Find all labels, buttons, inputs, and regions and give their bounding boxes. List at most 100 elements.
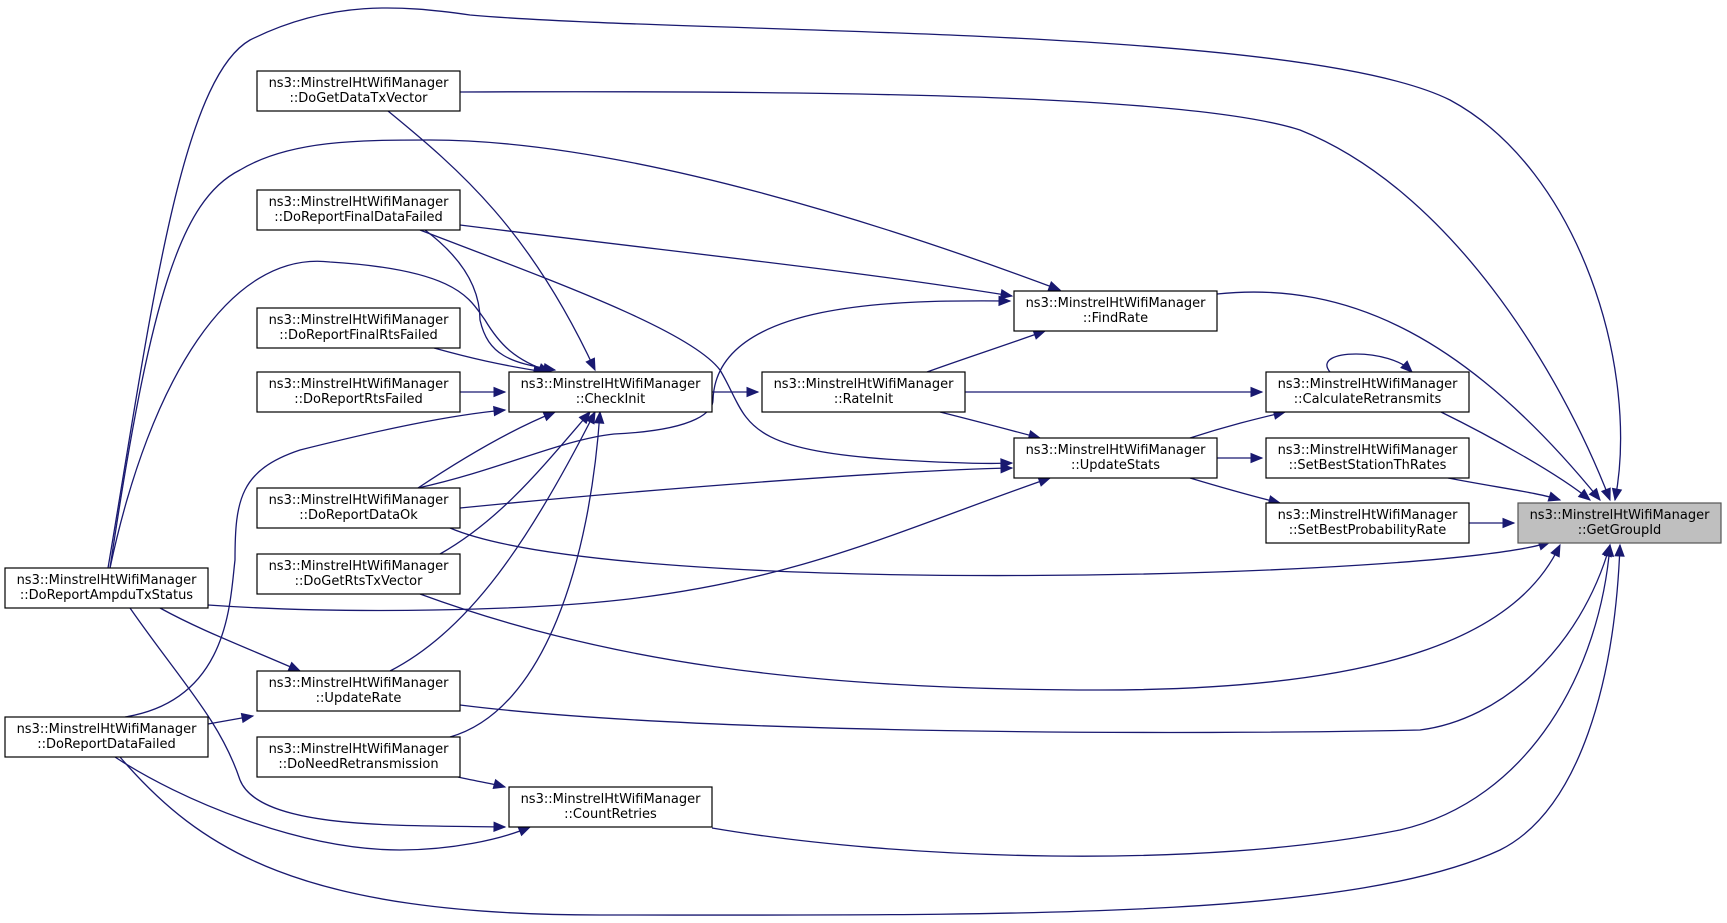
node-namespace-label: ns3::MinstrelHtWifiManager <box>1278 508 1459 523</box>
node-setbestprobabilityrate[interactable]: ns3::MinstrelHtWifiManager::SetBestProba… <box>1265 502 1470 544</box>
node-doreportdatafailed[interactable]: ns3::MinstrelHtWifiManager::DoReportData… <box>4 716 209 758</box>
arrowhead-calcretransmits-to-calcretransmits <box>1400 360 1413 373</box>
node-box <box>256 670 461 712</box>
node-namespace-label: ns3::MinstrelHtWifiManager <box>17 722 198 737</box>
arrowhead-checkinit-to-rateinit <box>746 386 760 398</box>
edge-calcretransmits-to-getgroupid <box>1440 411 1591 501</box>
node-method-label: ::UpdateStats <box>1071 458 1160 473</box>
node-method-label: ::CountRetries <box>564 807 657 822</box>
node-box <box>256 553 461 595</box>
edge-updatestats-to-calcretransmits <box>1189 411 1286 439</box>
edges-layer <box>107 7 1625 916</box>
node-findrate[interactable]: ns3::MinstrelHtWifiManager::FindRate <box>1013 290 1218 332</box>
node-countretries[interactable]: ns3::MinstrelHtWifiManager::CountRetries <box>508 786 713 828</box>
node-method-label: ::DoReportFinalDataFailed <box>274 210 443 225</box>
edge-doreportampdutxstatus-to-updatestats <box>207 477 1051 612</box>
node-box <box>1265 437 1470 479</box>
edge-updatestats-to-setbestprobabilityrate <box>1189 477 1281 504</box>
node-box <box>1013 437 1218 479</box>
arrowhead-doreportampdutxstatus-to-countretries <box>493 821 507 833</box>
node-dogetrtstxvector[interactable]: ns3::MinstrelHtWifiManager::DoGetRtsTxVe… <box>256 553 461 595</box>
node-namespace-label: ns3::MinstrelHtWifiManager <box>269 742 450 757</box>
node-doreportdataok[interactable]: ns3::MinstrelHtWifiManager::DoReportData… <box>256 487 461 529</box>
edge-doreportfinaldatafailed-to-checkinit <box>424 229 556 371</box>
edge-doreportampdutxstatus-to-findrate <box>109 139 1061 569</box>
arrowhead-doreportampdutxstatus-to-updatestats <box>1037 476 1052 487</box>
node-setbeststationthrates[interactable]: ns3::MinstrelHtWifiManager::SetBestStati… <box>1265 437 1470 479</box>
node-updatestats[interactable]: ns3::MinstrelHtWifiManager::UpdateStats <box>1013 437 1218 479</box>
edge-doreportfinalrtsfailed-to-checkinit <box>433 347 546 373</box>
node-doneedretransmission[interactable]: ns3::MinstrelHtWifiManager::DoNeedRetran… <box>256 736 461 778</box>
node-box <box>1265 371 1470 413</box>
arrowhead-doreportdatafailed-to-countretries <box>517 826 532 837</box>
node-rateinit[interactable]: ns3::MinstrelHtWifiManager::RateInit <box>761 371 966 413</box>
edge-calcretransmits-to-calcretransmits <box>1326 353 1413 373</box>
node-dogetdatatxvector[interactable]: ns3::MinstrelHtWifiManager::DoGetDataTxV… <box>256 70 461 112</box>
arrowhead-rateinit-to-findrate <box>1032 329 1047 340</box>
arrowhead-updatestats-to-setbeststationthrates <box>1250 452 1264 464</box>
node-getgroupid[interactable]: ns3::MinstrelHtWifiManager::GetGroupId <box>1517 502 1722 544</box>
node-box <box>4 716 209 758</box>
node-namespace-label: ns3::MinstrelHtWifiManager <box>1530 508 1711 523</box>
edge-doreportdatafailed-to-getgroupid <box>119 544 1621 916</box>
node-method-label: ::DoReportAmpduTxStatus <box>20 588 193 603</box>
node-method-label: ::DoReportDataFailed <box>37 737 176 752</box>
edge-doreportdataok-to-getgroupid <box>449 527 1551 577</box>
arrowhead-doreportdataok-to-checkinit <box>542 411 557 422</box>
node-box <box>508 371 713 413</box>
node-box <box>1013 290 1218 332</box>
node-method-label: ::DoGetDataTxVector <box>290 91 429 106</box>
node-method-label: ::CalculateRetransmits <box>1294 392 1442 407</box>
edge-doreportfinaldatafailed-to-findrate <box>459 224 1013 297</box>
edge-updaterate-to-checkinit <box>389 411 596 672</box>
node-box <box>256 189 461 231</box>
node-method-label: ::RateInit <box>834 392 893 407</box>
edge-doreportampdutxstatus-to-countretries <box>129 607 506 828</box>
arrowhead-doreportdatafailed-to-updaterate <box>240 712 255 724</box>
node-method-label: ::DoReportFinalRtsFailed <box>279 328 437 343</box>
node-namespace-label: ns3::MinstrelHtWifiManager <box>1026 443 1207 458</box>
arrowhead-doreportampdutxstatus-to-findrate <box>1047 281 1062 291</box>
node-doreportrtsfailed[interactable]: ns3::MinstrelHtWifiManager::DoReportRtsF… <box>256 371 461 413</box>
node-checkinit[interactable]: ns3::MinstrelHtWifiManager::CheckInit <box>508 371 713 413</box>
edge-doreportdatafailed-to-checkinit <box>124 409 506 718</box>
node-method-label: ::DoReportDataOk <box>299 508 418 523</box>
arrowhead-findrate-to-getgroupid <box>1588 487 1601 502</box>
edge-countretries-to-getgroupid <box>711 544 1611 857</box>
node-box <box>508 786 713 828</box>
nodes-layer: ns3::MinstrelHtWifiManager::GetGroupIdns… <box>4 70 1722 828</box>
arrowhead-doreportampdutxstatus-to-getgroupid <box>1611 487 1623 502</box>
arrowhead-setbeststationthrates-to-getgroupid <box>1547 491 1562 502</box>
arrowhead-doreportfinaldatafailed-to-findrate <box>999 289 1014 300</box>
node-namespace-label: ns3::MinstrelHtWifiManager <box>269 377 450 392</box>
node-doreportfinaldatafailed[interactable]: ns3::MinstrelHtWifiManager::DoReportFina… <box>256 189 461 231</box>
arrowhead-rateinit-to-calcretransmits <box>1250 386 1264 398</box>
node-box <box>1517 502 1722 544</box>
node-doreportampdutxstatus[interactable]: ns3::MinstrelHtWifiManager::DoReportAmpd… <box>4 567 209 609</box>
arrowhead-setbestprobabilityrate-to-getgroupid <box>1502 517 1516 529</box>
node-namespace-label: ns3::MinstrelHtWifiManager <box>17 573 198 588</box>
edge-dogetdatatxvector-to-checkinit <box>387 110 596 371</box>
node-namespace-label: ns3::MinstrelHtWifiManager <box>269 676 450 691</box>
node-doreportfinalrtsfailed[interactable]: ns3::MinstrelHtWifiManager::DoReportFina… <box>256 307 461 349</box>
node-calcretransmits[interactable]: ns3::MinstrelHtWifiManager::CalculateRet… <box>1265 371 1470 413</box>
arrowhead-doreportdatafailed-to-checkinit <box>493 405 507 417</box>
node-method-label: ::DoGetRtsTxVector <box>295 574 424 589</box>
node-box <box>256 736 461 778</box>
arrowhead-updaterate-to-checkinit <box>585 410 596 425</box>
edge-dogetrtstxvector-to-getgroupid <box>419 544 1561 691</box>
edge-doreportampdutxstatus-to-getgroupid <box>107 7 1622 569</box>
arrowhead-doneedretransmission-to-countretries <box>492 778 507 790</box>
node-namespace-label: ns3::MinstrelHtWifiManager <box>269 313 450 328</box>
edge-rateinit-to-updatestats <box>939 411 1041 439</box>
arrowhead-dogetdatatxvector-to-checkinit <box>585 357 596 372</box>
node-box <box>761 371 966 413</box>
arrowhead-doreportfinaldatafailed-to-updatestats <box>1000 458 1014 469</box>
arrowhead-dogetdatatxvector-to-getgroupid <box>1600 487 1611 502</box>
edge-updaterate-to-getgroupid <box>459 544 1611 734</box>
edge-findrate-to-getgroupid <box>1216 291 1601 501</box>
edge-doreportdataok-to-checkinit <box>417 411 556 489</box>
node-box <box>4 567 209 609</box>
node-updaterate[interactable]: ns3::MinstrelHtWifiManager::UpdateRate <box>256 670 461 712</box>
